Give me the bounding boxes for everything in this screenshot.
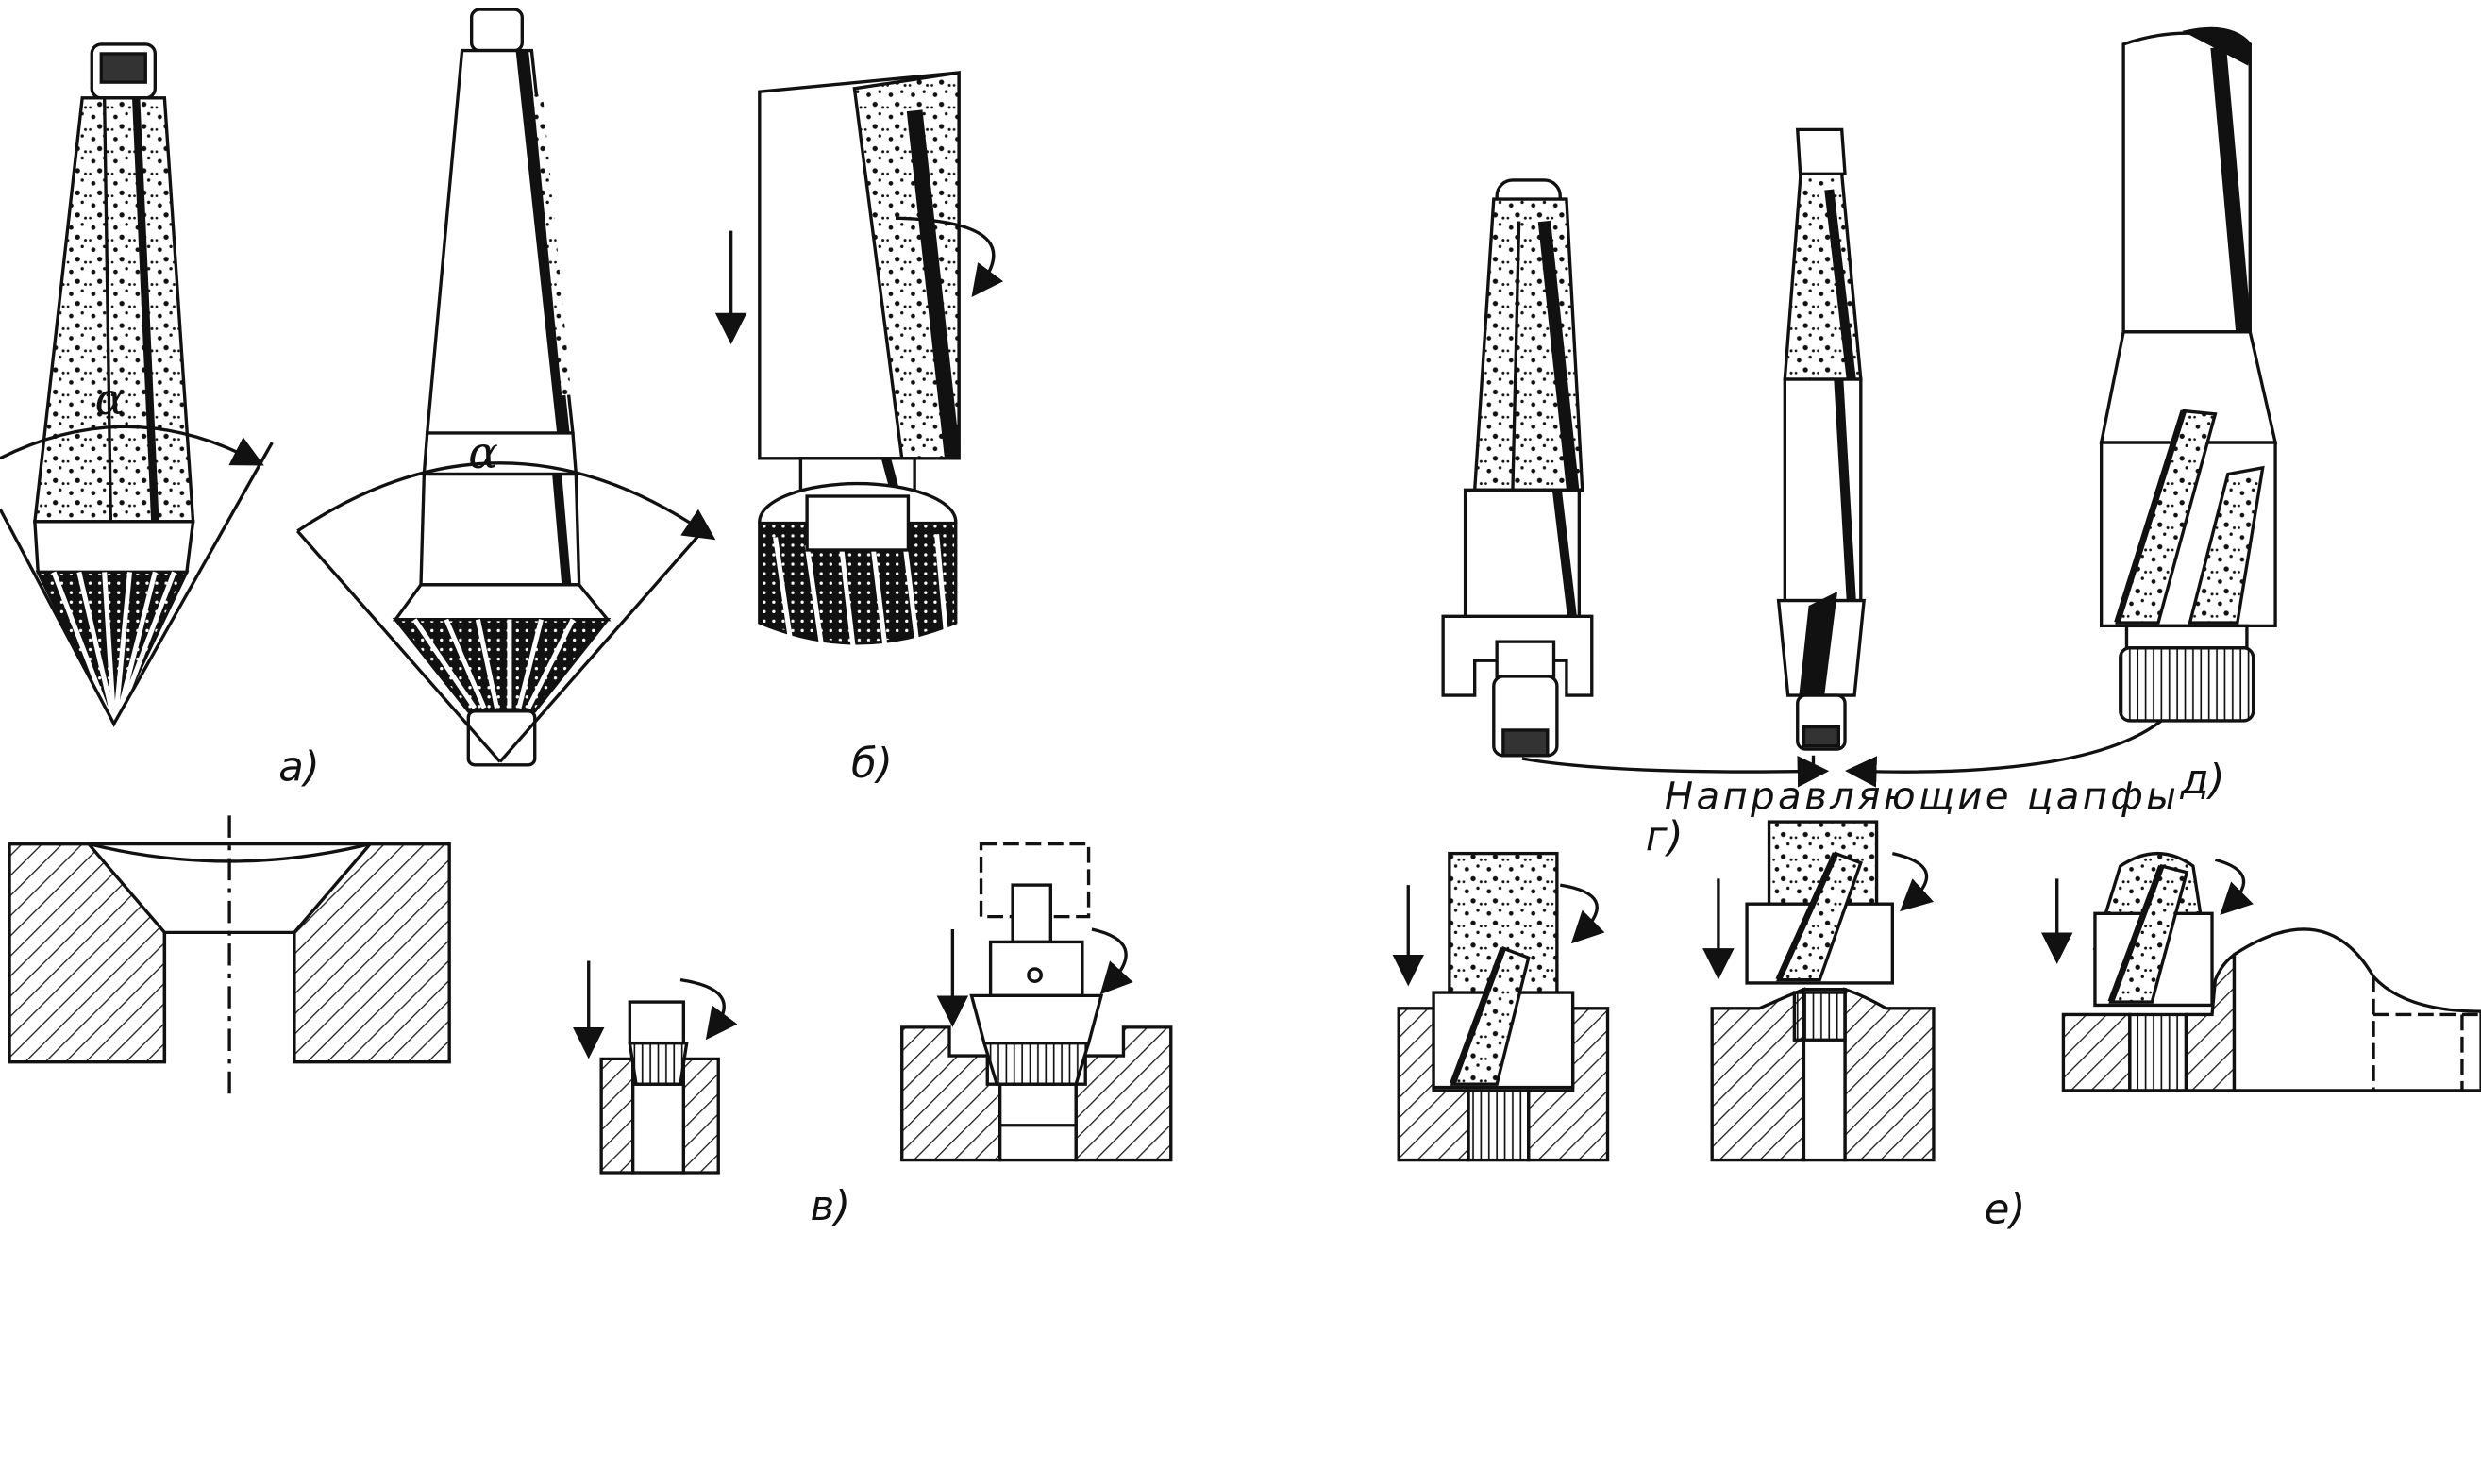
countersink-tool-a1 (0, 42, 274, 728)
spot-facing-large (900, 842, 1173, 1162)
angle-alpha-a1: α (95, 374, 126, 425)
countersunk-hole-section (8, 815, 451, 1097)
counterbore-tool-d (2099, 26, 2278, 723)
counterbore-tool-b (714, 71, 1004, 659)
operation-e1 (1392, 851, 1610, 1162)
label-g: г) (1646, 813, 1684, 860)
spot-facing-small (572, 960, 738, 1175)
operation-e3 (2040, 851, 2481, 1092)
countersink-tool-a2 (295, 8, 716, 767)
guide-pin-callout (1521, 719, 2163, 788)
counterbore-tool-g2 (1776, 127, 1867, 751)
guide-pins-label: Направляющие цапфы (1665, 775, 2179, 819)
operation-e2 (1702, 820, 1936, 1162)
label-a: а) (278, 744, 320, 792)
angle-alpha-a2: α (468, 427, 498, 479)
label-v: в) (810, 1183, 850, 1230)
label-d: д) (2179, 757, 2224, 804)
label-e: е) (1985, 1187, 2026, 1234)
counterbore-tool-g1 (1441, 178, 1594, 758)
label-b: б) (851, 741, 893, 788)
